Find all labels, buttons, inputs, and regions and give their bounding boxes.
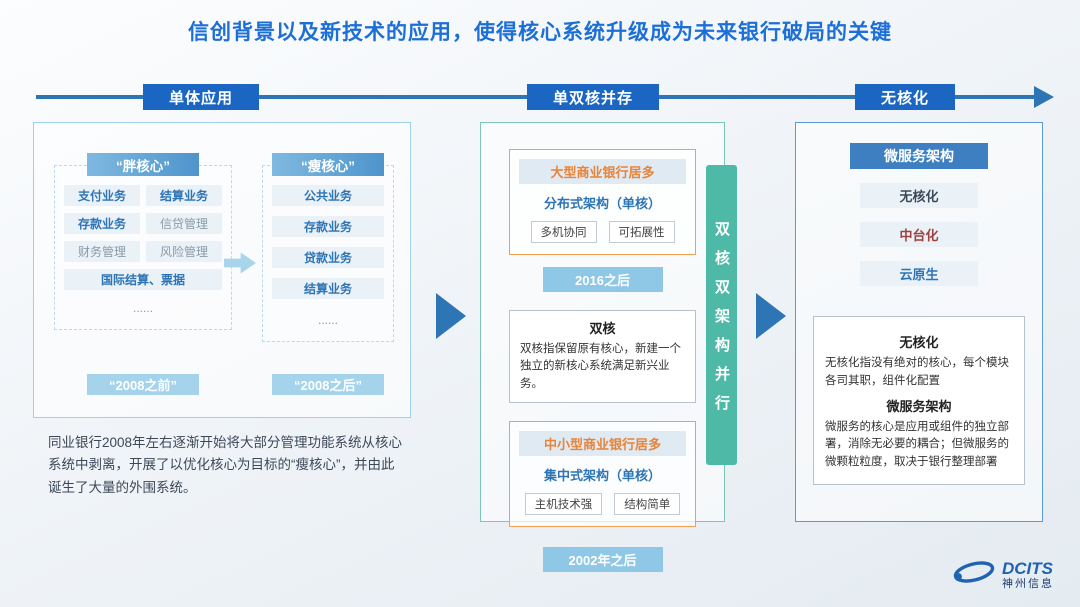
panel-dual-core: 大型商业银行居多 分布式架构（单核） 多机协同 可拓展性 2016之后 双核 双… <box>480 122 725 572</box>
feature-tag: 多机协同 <box>530 221 597 243</box>
stage-arrow-1-icon <box>436 293 466 339</box>
dual-architecture-side-bar: 双核双架构并行 <box>706 165 737 465</box>
biz-item: 存款业务 <box>64 213 140 234</box>
thin-core-group: 公共业务 存款业务 贷款业务 结算业务 ...... <box>262 165 394 342</box>
dual-core-description: 双核指保留原有核心，新建一个独立的新核心系统满足新兴业务。 <box>520 343 681 390</box>
biz-item: 信贷管理 <box>146 213 222 234</box>
large-banks-header: 大型商业银行居多 <box>519 159 686 184</box>
coreless-detail-text: 无核化指没有绝对的核心，每个模块各司其职，组件化配置 <box>825 357 1009 387</box>
feature-tag: 可拓展性 <box>608 221 675 243</box>
ellipsis-item: ...... <box>317 312 338 327</box>
fat-core-title: “胖核心” <box>87 153 199 176</box>
large-banks-period: 2016之后 <box>542 267 663 292</box>
panel-monolithic: “胖核心” 支付业务 结算业务 存款业务 信贷管理 财务管理 风险管理 国际结算… <box>33 122 411 418</box>
timeline-stage-dual-core: 单双核并存 <box>527 84 660 110</box>
dcits-logo: DCITS 神州信息 <box>952 559 1054 591</box>
thin-core-title: “瘦核心” <box>272 153 384 176</box>
fat-core-period: “2008之前” <box>87 374 199 395</box>
microservice-detail-text: 微服务的核心是应用或组件的独立部署，消除无必要的耦合；但微服务的微颗粒粒度，取决… <box>825 420 1009 469</box>
timeline-stage-coreless: 无核化 <box>855 84 956 110</box>
timeline-stage-monolithic: 单体应用 <box>143 84 260 110</box>
microservice-detail-title: 微服务架构 <box>886 398 952 414</box>
microservice-header: 微服务架构 <box>850 143 988 169</box>
logo-brand-text: DCITS <box>1002 558 1053 578</box>
dual-core-title: 双核 <box>589 321 616 336</box>
feature-tag: 结构简单 <box>614 492 681 515</box>
small-banks-period: 2002年之后 <box>542 546 663 572</box>
panel-coreless: 微服务架构 无核化 中台化 云原生 无核化 无核化指没有绝对的核心，每个模块各司… <box>795 122 1043 522</box>
thin-core-period: “2008之后” <box>272 374 384 395</box>
biz-item: 贷款业务 <box>272 247 384 268</box>
biz-item: 国际结算、票据 <box>64 269 222 290</box>
biz-item: 存款业务 <box>272 216 384 237</box>
biz-item: 风险管理 <box>146 241 222 262</box>
small-banks-architecture: 集中式架构（单核） <box>543 467 661 483</box>
fat-core-group: 支付业务 结算业务 存款业务 信贷管理 财务管理 风险管理 国际结算、票据 ..… <box>54 165 232 330</box>
timeline-arrowhead-icon <box>1034 86 1054 108</box>
coreless-detail-title: 无核化 <box>899 335 939 350</box>
biz-item: 结算业务 <box>272 278 384 299</box>
biz-item: 公共业务 <box>272 185 384 206</box>
large-banks-box: 大型商业银行居多 分布式架构（单核） 多机协同 可拓展性 <box>509 149 696 255</box>
ellipsis-item: ...... <box>132 300 153 315</box>
middle-platform-item: 中台化 <box>860 222 978 247</box>
small-banks-box: 中小型商业银行居多 集中式架构（单核） 主机技术强 结构简单 <box>509 420 696 527</box>
biz-item: 结算业务 <box>146 185 222 206</box>
stage-arrow-2-icon <box>756 293 786 339</box>
biz-item: 财务管理 <box>64 241 140 262</box>
small-banks-header: 中小型商业银行居多 <box>519 430 686 456</box>
page-title: 信创背景以及新技术的应用，使得核心系统升级成为未来银行破局的关键 <box>188 21 892 44</box>
monolithic-description: 同业银行2008年左右逐渐开始将大部分管理功能系统从核心系统中剥离，开展了以优化… <box>48 435 403 495</box>
large-banks-architecture: 分布式架构（单核） <box>543 196 661 211</box>
dcits-swoosh-icon <box>952 559 996 590</box>
coreless-detail-box: 无核化 无核化指没有绝对的核心，每个模块各司其职，组件化配置 微服务架构 微服务… <box>813 316 1025 486</box>
feature-tag: 主机技术强 <box>524 492 603 515</box>
cloud-native-item: 云原生 <box>860 261 978 286</box>
biz-item: 支付业务 <box>64 185 140 206</box>
coreless-item: 无核化 <box>860 183 978 208</box>
dual-core-box: 双核 双核指保留原有核心，新建一个独立的新核心系统满足新兴业务。 <box>509 310 696 403</box>
fat-core-column: “胖核心” 支付业务 结算业务 存款业务 信贷管理 财务管理 风险管理 国际结算… <box>54 153 232 395</box>
logo-company-text: 神州信息 <box>1002 578 1054 591</box>
thin-core-column: “瘦核心” 公共业务 存款业务 贷款业务 结算业务 ...... “2008之后… <box>262 153 394 395</box>
